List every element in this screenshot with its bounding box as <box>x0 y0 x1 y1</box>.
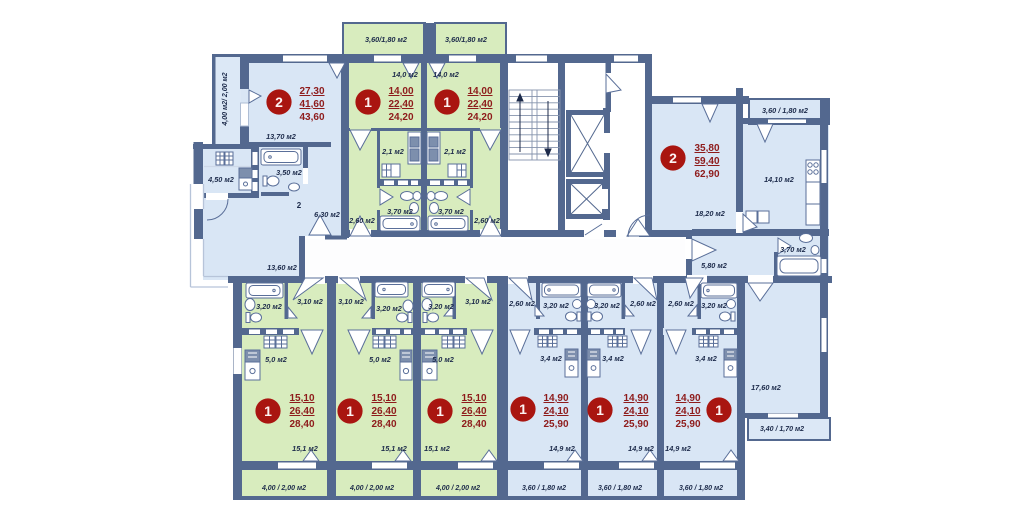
svg-text:14,00: 14,00 <box>467 86 492 97</box>
svg-text:15,1 м2: 15,1 м2 <box>292 444 318 453</box>
svg-text:2,60 м2: 2,60 м2 <box>508 299 535 308</box>
svg-text:5,0 м2: 5,0 м2 <box>265 355 287 364</box>
svg-text:2: 2 <box>297 201 302 210</box>
svg-text:59,40: 59,40 <box>694 156 719 167</box>
svg-text:14,00: 14,00 <box>388 86 413 97</box>
svg-text:27,30: 27,30 <box>299 86 324 97</box>
svg-text:3,20 м2: 3,20 м2 <box>256 302 282 311</box>
svg-text:28,40: 28,40 <box>461 419 486 430</box>
svg-text:25,90: 25,90 <box>543 419 568 430</box>
svg-text:14,9 м2: 14,9 м2 <box>628 444 654 453</box>
svg-text:17,60 м2: 17,60 м2 <box>751 383 781 392</box>
svg-text:15,1 м2: 15,1 м2 <box>381 444 407 453</box>
svg-text:1: 1 <box>519 401 527 417</box>
svg-text:5,80 м2: 5,80 м2 <box>701 261 727 270</box>
svg-text:3,4 м2: 3,4 м2 <box>602 354 624 363</box>
svg-text:1: 1 <box>596 402 604 418</box>
svg-text:3,10 м2: 3,10 м2 <box>338 297 364 306</box>
svg-text:4,00 / 2,00 м2: 4,00 / 2,00 м2 <box>349 485 394 492</box>
svg-text:41,60: 41,60 <box>299 99 324 110</box>
svg-text:62,90: 62,90 <box>694 169 719 180</box>
svg-text:2: 2 <box>275 94 283 110</box>
svg-text:15,10: 15,10 <box>289 393 314 404</box>
svg-text:2,60 м2: 2,60 м2 <box>348 216 375 225</box>
svg-text:22,40: 22,40 <box>388 99 413 110</box>
svg-text:3,4 м2: 3,4 м2 <box>695 354 717 363</box>
svg-text:2,60 м2: 2,60 м2 <box>629 299 656 308</box>
svg-text:2,60 м2: 2,60 м2 <box>473 216 500 225</box>
svg-text:1: 1 <box>443 94 451 110</box>
svg-text:25,90: 25,90 <box>623 419 648 430</box>
svg-text:3,20 м2: 3,20 м2 <box>428 302 454 311</box>
svg-text:35,80: 35,80 <box>694 143 719 154</box>
svg-text:3,10 м2: 3,10 м2 <box>297 297 323 306</box>
svg-text:3,60 / 1,80 м2: 3,60 / 1,80 м2 <box>522 485 566 492</box>
svg-text:1: 1 <box>364 94 372 110</box>
svg-text:5,0 м2: 5,0 м2 <box>432 355 454 364</box>
svg-text:5,0 м2: 5,0 м2 <box>369 355 391 364</box>
svg-text:14,10 м2: 14,10 м2 <box>764 175 794 184</box>
svg-text:3,40 / 1,70 м2: 3,40 / 1,70 м2 <box>760 426 804 433</box>
svg-text:1: 1 <box>264 403 272 419</box>
svg-text:3,10 м2: 3,10 м2 <box>465 297 491 306</box>
svg-text:14,0 м2: 14,0 м2 <box>392 70 418 79</box>
svg-text:14,90: 14,90 <box>623 393 648 404</box>
svg-text:14,9 м2: 14,9 м2 <box>549 444 575 453</box>
svg-text:24,10: 24,10 <box>543 406 568 417</box>
svg-text:28,40: 28,40 <box>289 419 314 430</box>
svg-text:3,60 / 1,80 м2: 3,60 / 1,80 м2 <box>679 485 723 492</box>
svg-text:2,60 м2: 2,60 м2 <box>667 299 694 308</box>
svg-text:3,20 м2: 3,20 м2 <box>376 304 402 313</box>
svg-text:15,10: 15,10 <box>371 393 396 404</box>
svg-text:3,70 м2: 3,70 м2 <box>438 207 464 216</box>
svg-text:2: 2 <box>669 150 677 166</box>
svg-text:24,10: 24,10 <box>675 406 700 417</box>
svg-text:24,20: 24,20 <box>388 112 413 123</box>
svg-text:3,4 м2: 3,4 м2 <box>540 354 562 363</box>
svg-text:13,60 м2: 13,60 м2 <box>267 263 297 272</box>
svg-text:1: 1 <box>346 403 354 419</box>
svg-text:3,60 / 1,80 м2: 3,60 / 1,80 м2 <box>762 106 808 115</box>
svg-text:3,70 м2: 3,70 м2 <box>780 245 806 254</box>
svg-text:24,10: 24,10 <box>623 406 648 417</box>
svg-text:2,1 м2: 2,1 м2 <box>381 147 404 156</box>
svg-text:2,1 м2: 2,1 м2 <box>443 147 466 156</box>
svg-text:22,40: 22,40 <box>467 99 492 110</box>
svg-text:43,60: 43,60 <box>299 112 324 123</box>
svg-text:13,70 м2: 13,70 м2 <box>266 132 296 141</box>
svg-text:18,20 м2: 18,20 м2 <box>695 209 725 218</box>
svg-text:1: 1 <box>436 403 444 419</box>
svg-text:26,40: 26,40 <box>289 406 314 417</box>
svg-text:15,10: 15,10 <box>461 393 486 404</box>
svg-text:3,70 м2: 3,70 м2 <box>387 207 413 216</box>
svg-text:25,90: 25,90 <box>675 419 700 430</box>
svg-text:4,50 м2: 4,50 м2 <box>207 175 234 184</box>
svg-text:3,20 м2: 3,20 м2 <box>701 301 727 310</box>
svg-text:4,00 м2/ 2,00 м2: 4,00 м2/ 2,00 м2 <box>222 72 229 126</box>
svg-text:3,50 м2: 3,50 м2 <box>276 168 302 177</box>
svg-text:3,60/1,80 м2: 3,60/1,80 м2 <box>445 35 487 44</box>
svg-text:14,9 м2: 14,9 м2 <box>665 444 691 453</box>
svg-text:3,20 м2: 3,20 м2 <box>594 301 620 310</box>
svg-text:6,30 м2: 6,30 м2 <box>314 210 340 219</box>
svg-text:15,1 м2: 15,1 м2 <box>424 444 450 453</box>
svg-text:3,20 м2: 3,20 м2 <box>543 301 569 310</box>
svg-text:24,20: 24,20 <box>467 112 492 123</box>
svg-text:28,40: 28,40 <box>371 419 396 430</box>
svg-text:14,0 м2: 14,0 м2 <box>433 70 459 79</box>
svg-text:26,40: 26,40 <box>371 406 396 417</box>
svg-text:3,60 / 1,80 м2: 3,60 / 1,80 м2 <box>598 485 642 492</box>
svg-text:1: 1 <box>715 402 723 418</box>
svg-text:4,00 / 2,00 м2: 4,00 / 2,00 м2 <box>261 485 306 492</box>
svg-text:26,40: 26,40 <box>461 406 486 417</box>
svg-text:14,90: 14,90 <box>543 393 568 404</box>
svg-text:4,00 / 2,00 м2: 4,00 / 2,00 м2 <box>435 485 480 492</box>
svg-text:14,90: 14,90 <box>675 393 700 404</box>
svg-text:3,60/1,80 м2: 3,60/1,80 м2 <box>365 35 407 44</box>
